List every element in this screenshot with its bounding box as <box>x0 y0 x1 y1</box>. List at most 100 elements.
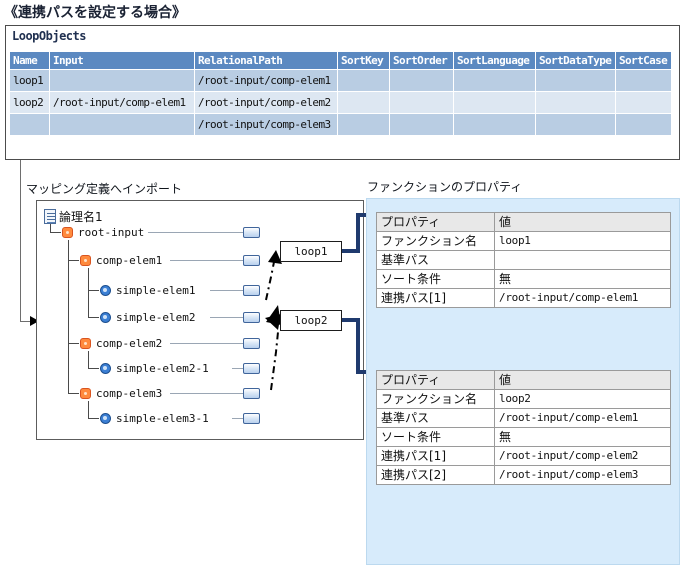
cell-name[interactable]: loop2 <box>9 91 50 114</box>
cell-relationalpath[interactable]: /root-input/comp-elem2 <box>194 91 338 114</box>
column-header-name[interactable]: Name <box>9 51 50 70</box>
header-value: 値 <box>494 212 671 232</box>
tree-node-comp-elem1[interactable]: comp-elem1 <box>80 254 162 267</box>
tree-port-comp-elem1[interactable] <box>243 255 260 266</box>
loop-function-box-loop2[interactable]: loop2 <box>280 310 342 331</box>
column-header-input[interactable]: Input <box>49 51 195 70</box>
property-row[interactable]: 連携パス[1] /root-input/comp-elem1 <box>376 288 671 308</box>
column-header-sortcase[interactable]: SortCase <box>615 51 672 70</box>
tree-port-simple-elem2-1[interactable] <box>243 363 260 374</box>
tree-leader-line <box>170 260 243 261</box>
tree-port-comp-elem3[interactable] <box>243 388 260 399</box>
table-header-row: Name Input RelationalPath SortKey SortOr… <box>9 51 672 70</box>
cell-name[interactable]: loop1 <box>9 69 50 92</box>
tree-elbow-simple-elem2 <box>88 317 99 318</box>
column-header-relationalpath[interactable]: RelationalPath <box>194 51 338 70</box>
property-value[interactable]: /root-input/comp-elem2 <box>494 446 671 466</box>
property-value[interactable]: /root-input/comp-elem3 <box>494 465 671 485</box>
loop-function-box-loop1[interactable]: loop1 <box>280 241 342 262</box>
property-label: 連携パス[1] <box>376 288 495 308</box>
properties-table-loop2: プロパティ 値 ファンクション名 loop2 基準パス /root-input/… <box>376 370 671 485</box>
property-row[interactable]: 基準パス /root-input/comp-elem1 <box>376 408 671 428</box>
tree-node-root-input[interactable]: root-input <box>62 226 144 239</box>
cell-sortcase[interactable] <box>615 69 672 92</box>
properties-table-loop1: プロパティ 値 ファンクション名 loop1 基準パス ソート条件 無 連携パス… <box>376 212 671 308</box>
cell-sortdatatype[interactable] <box>535 69 616 92</box>
column-header-sortkey[interactable]: SortKey <box>337 51 390 70</box>
tree-port-simple-elem1[interactable] <box>243 285 260 296</box>
import-connector-line-horizontal <box>20 321 33 322</box>
tree-node-label: simple-elem1 <box>116 284 196 297</box>
cell-input[interactable]: /root-input/comp-elem1 <box>49 91 195 114</box>
property-value[interactable]: /root-input/comp-elem1 <box>494 288 671 308</box>
cell-sortorder[interactable] <box>389 91 454 114</box>
property-row[interactable]: ファンクション名 loop1 <box>376 231 671 251</box>
cell-relationalpath[interactable]: /root-input/comp-elem3 <box>194 113 338 136</box>
cell-sortkey[interactable] <box>337 91 390 114</box>
tree-spine-level2b <box>88 351 89 369</box>
cell-sortcase[interactable] <box>615 91 672 114</box>
tree-node-label: simple-elem3-1 <box>116 412 209 425</box>
cell-sortkey[interactable] <box>337 113 390 136</box>
column-header-sortorder[interactable]: SortOrder <box>389 51 454 70</box>
header-property: プロパティ <box>376 212 495 232</box>
cell-input[interactable] <box>49 113 195 136</box>
loop2-connector-h1 <box>342 318 360 322</box>
cell-sortkey[interactable] <box>337 69 390 92</box>
property-row[interactable]: 基準パス <box>376 250 671 270</box>
simple-element-icon <box>100 363 111 374</box>
tree-node-simple-elem1[interactable]: simple-elem1 <box>100 284 195 297</box>
tree-leader-line <box>170 393 243 394</box>
tree-node-label: comp-elem2 <box>96 337 163 350</box>
cell-sortorder[interactable] <box>389 113 454 136</box>
cell-sortlanguage[interactable] <box>453 69 536 92</box>
property-value[interactable]: 無 <box>494 269 671 289</box>
cell-sortdatatype[interactable] <box>535 113 616 136</box>
cell-relationalpath[interactable]: /root-input/comp-elem1 <box>194 69 338 92</box>
property-value[interactable]: /root-input/comp-elem1 <box>494 408 671 428</box>
cell-sortlanguage[interactable] <box>453 113 536 136</box>
properties-header-row: プロパティ 値 <box>376 212 671 232</box>
tree-port-comp-elem2[interactable] <box>243 338 260 349</box>
column-header-sortdatatype[interactable]: SortDataType <box>535 51 616 70</box>
property-value[interactable]: 無 <box>494 427 671 447</box>
cell-name[interactable] <box>9 113 50 136</box>
cell-sortorder[interactable] <box>389 69 454 92</box>
table-row[interactable]: loop1 /root-input/comp-elem1 <box>9 69 672 92</box>
simple-element-icon <box>100 312 111 323</box>
cell-sortcase[interactable] <box>615 113 672 136</box>
property-value[interactable] <box>494 250 671 270</box>
tree-section-caption: マッピング定義へインポート <box>26 182 183 196</box>
property-value[interactable]: loop1 <box>494 231 671 251</box>
tree-node-comp-elem2[interactable]: comp-elem2 <box>80 337 162 350</box>
tree-node-label: root-input <box>78 226 145 239</box>
cell-sortdatatype[interactable] <box>535 91 616 114</box>
tree-port-simple-elem3-1[interactable] <box>243 413 260 424</box>
property-row[interactable]: ソート条件 無 <box>376 269 671 289</box>
complex-element-icon <box>80 338 91 349</box>
tree-elbow-root <box>50 232 61 233</box>
import-connector-arrow-icon <box>30 316 39 326</box>
property-row[interactable]: ファンクション名 loop2 <box>376 389 671 409</box>
tree-node-simple-elem2-1[interactable]: simple-elem2-1 <box>100 362 209 375</box>
property-label: ファンクション名 <box>376 389 495 409</box>
cell-sortlanguage[interactable] <box>453 91 536 114</box>
cell-input[interactable] <box>49 69 195 92</box>
property-row[interactable]: ソート条件 無 <box>376 427 671 447</box>
table-row[interactable]: /root-input/comp-elem3 <box>9 113 672 136</box>
property-value[interactable]: loop2 <box>494 389 671 409</box>
table-row[interactable]: loop2 /root-input/comp-elem1 /root-input… <box>9 91 672 114</box>
page-title: 《連携パスを設定する場合》 <box>4 5 186 21</box>
property-row[interactable]: 連携パス[1] /root-input/comp-elem2 <box>376 446 671 466</box>
tree-node-simple-elem2[interactable]: simple-elem2 <box>100 311 195 324</box>
tree-node-simple-elem3-1[interactable]: simple-elem3-1 <box>100 412 209 425</box>
column-header-sortlanguage[interactable]: SortLanguage <box>453 51 536 70</box>
tree-node-comp-elem3[interactable]: comp-elem3 <box>80 387 162 400</box>
tree-node-logical-name[interactable]: 論理名1 <box>44 208 103 224</box>
property-row[interactable]: 連携パス[2] /root-input/comp-elem3 <box>376 465 671 485</box>
document-icon <box>44 209 56 224</box>
property-label: 連携パス[2] <box>376 465 495 485</box>
tree-port-simple-elem2[interactable] <box>243 312 260 323</box>
tree-node-label: comp-elem3 <box>96 387 163 400</box>
tree-port-root-input[interactable] <box>243 227 260 238</box>
